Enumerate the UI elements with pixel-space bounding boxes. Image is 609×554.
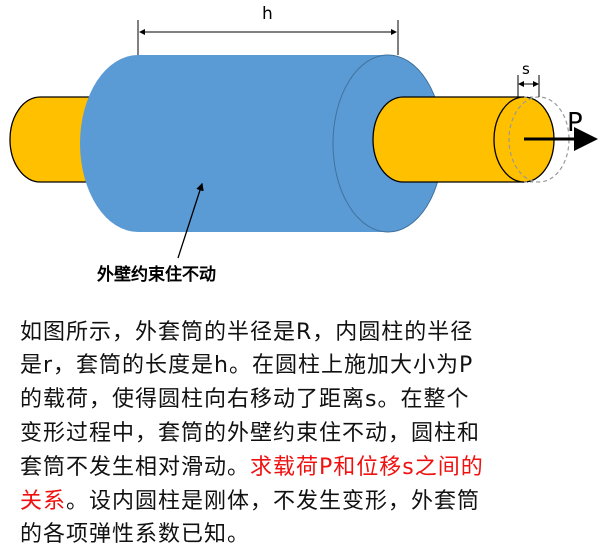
s-label: s — [522, 60, 530, 78]
text-segment: 。设内圆柱是刚体，不发生变形，外套筒 — [66, 489, 481, 514]
inner-cylinder — [372, 96, 525, 183]
text-segment: 的载荷，使得圆柱向右移动了距离s。在整个 — [20, 387, 470, 412]
highlighted-question: 求载荷P和位移s之间的 — [250, 455, 484, 480]
highlighted-question: 关系 — [20, 489, 67, 514]
text-segment: 的各项弹性系数已知。 — [20, 522, 251, 547]
text-line: 的各项弹性系数已知。 — [20, 516, 250, 548]
text-line: 如图所示，外套筒的半径是R，内圆柱的半径 — [20, 314, 473, 346]
text-line: 的载荷，使得圆柱向右移动了距离s。在整个 — [20, 381, 469, 413]
text-segment: 套筒不发生相对滑动。 — [20, 455, 251, 480]
text-line: 变形过程中，套筒的外壁约束住不动，圆柱和 — [20, 415, 480, 447]
text-segment: 如图所示，外套筒的半径是R，内圆柱的半径 — [20, 320, 474, 345]
h-label: h — [262, 4, 273, 24]
annotation-arrow — [177, 182, 204, 259]
text-segment: 变形过程中，套筒的外壁约束住不动，圆柱和 — [20, 421, 481, 446]
text-line: 关系。设内圆柱是刚体，不发生变形，外套筒 — [20, 483, 480, 515]
text-segment: 是r，套筒的长度是h。在圆柱上施加大小为P — [20, 353, 474, 378]
p-label: P — [567, 108, 583, 138]
annotation-label: 外壁约束住不动 — [97, 265, 216, 285]
text-line: 套筒不发生相对滑动。求载荷P和位移s之间的 — [20, 449, 484, 481]
text-line: 是r，套筒的长度是h。在圆柱上施加大小为P — [20, 347, 473, 379]
